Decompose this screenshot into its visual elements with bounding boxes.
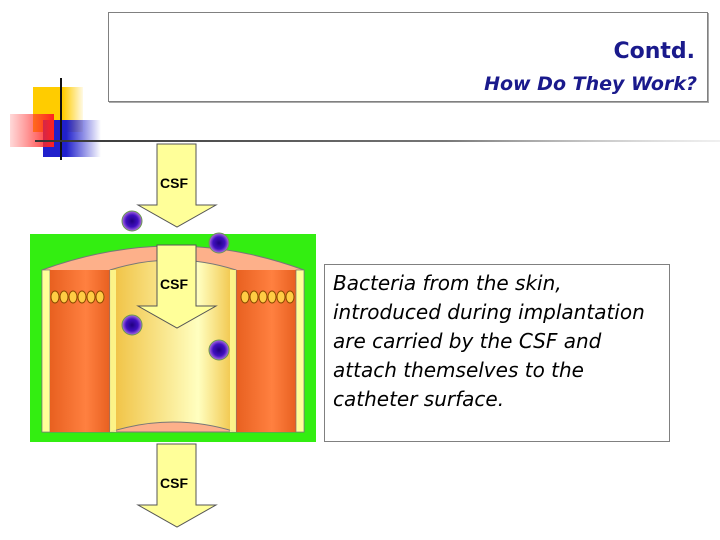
- catheter-diagram: [30, 234, 316, 442]
- cell-row-left: [50, 290, 105, 304]
- slide-subtitle: How Do They Work?: [484, 73, 697, 95]
- cell-row-right: [240, 290, 295, 304]
- bacterium: [121, 210, 143, 232]
- bacteria: [121, 210, 230, 361]
- csf-label: CSF: [160, 475, 188, 491]
- bacterium: [208, 232, 230, 254]
- csf-arrow-middle: CSF: [136, 244, 218, 329]
- slide-title: Contd.: [613, 39, 695, 64]
- title-underline: [35, 140, 720, 142]
- title-box: Contd. How Do They Work?: [108, 12, 708, 102]
- explanation-text: Bacteria from the skin, introduced durin…: [324, 264, 670, 442]
- csf-label: CSF: [160, 175, 188, 191]
- bacterium: [208, 339, 230, 361]
- csf-label: CSF: [160, 276, 188, 292]
- logo-decoration: [10, 78, 101, 160]
- csf-arrow-top: CSF: [136, 143, 218, 228]
- bacterium: [121, 314, 143, 336]
- csf-arrow-bottom: CSF: [136, 443, 218, 528]
